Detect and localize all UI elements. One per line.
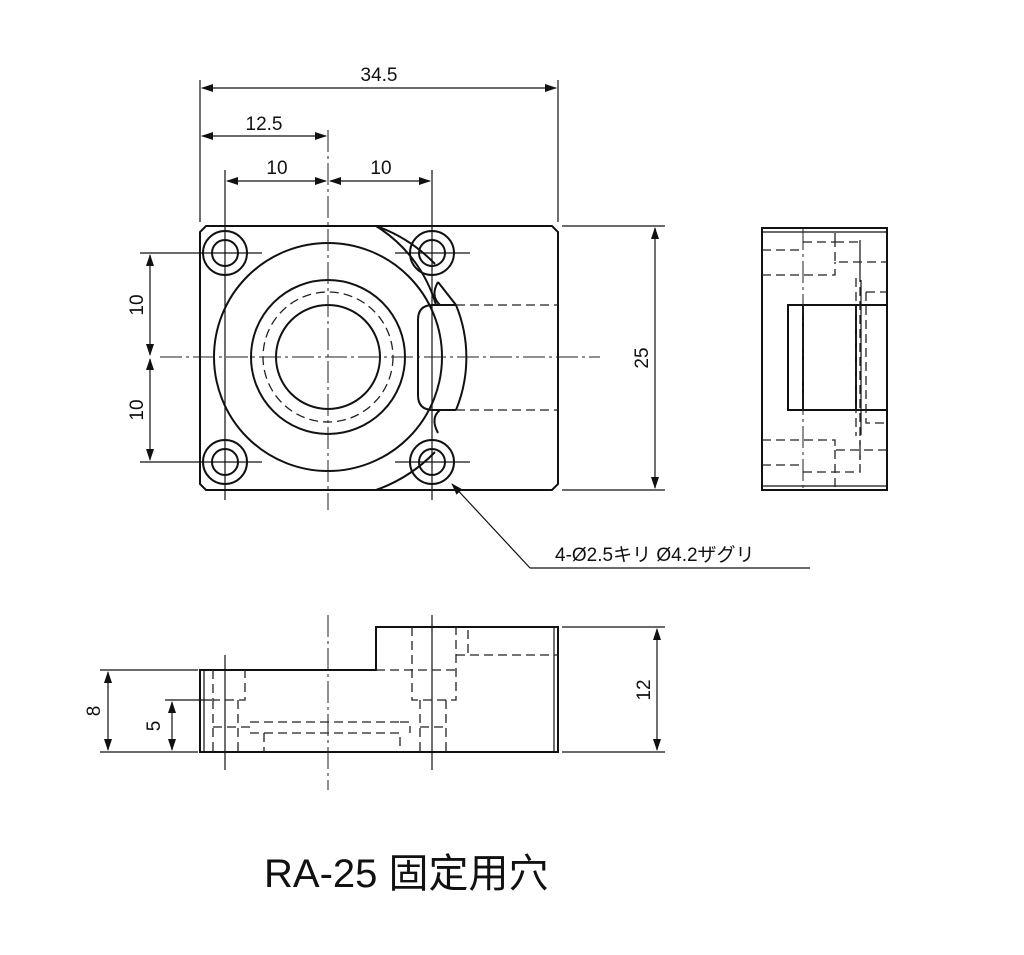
dim-base-height: 8	[84, 706, 105, 717]
side-view	[761, 227, 888, 491]
dim-left-to-center: 12.5	[246, 114, 283, 135]
dim-hole-left: 10	[266, 158, 287, 179]
dim-hole-upper: 10	[127, 294, 148, 315]
dim-hole-right: 10	[370, 158, 391, 179]
dim-overall-height: 25	[632, 347, 653, 368]
dimensions-front: 34.5 12.5 10 10 10 10 25 4-Ø2.5キリ Ø4.2ザグ…	[127, 65, 810, 569]
bottom-view: 8 5 12	[84, 615, 665, 790]
dim-overall-width: 34.5	[361, 65, 398, 86]
drawing-title: RA-25 固定用穴	[264, 852, 549, 896]
dim-counterbore-depth: 5	[144, 721, 165, 732]
front-view	[140, 130, 600, 510]
hole-note: 4-Ø2.5キリ Ø4.2ザグリ	[555, 544, 755, 566]
dim-hole-lower: 10	[127, 399, 148, 420]
dim-total-thickness: 12	[634, 679, 655, 700]
